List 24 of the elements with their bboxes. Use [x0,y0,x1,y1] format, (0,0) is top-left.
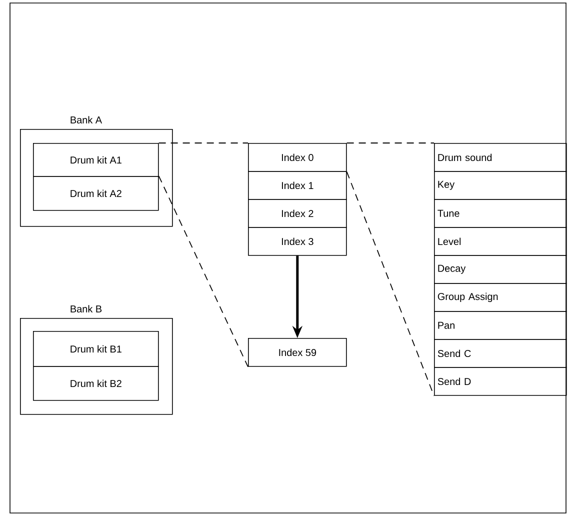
parameter-cell: Pan [434,311,567,340]
kit-cell: Drum kit B2 [33,366,159,401]
parameter-cell: Send C [434,339,567,368]
parameter-cell: Key [434,171,567,200]
parameter-cell: Level [434,227,567,256]
node-label: Bank B [70,305,102,312]
index-cell: Index 3 [248,227,347,256]
parameter-cell: Drum sound [434,143,567,172]
expansion-line [158,176,248,368]
index-cell: Index 1 [248,171,347,200]
index-cell: Index 0 [248,143,347,172]
node-label: Bank A [70,116,102,124]
parameter-cell: Group Assign [434,283,567,312]
index-cell: Index 2 [248,199,347,228]
parameter-cell: Decay [434,255,567,284]
kit-cell: Drum kit A2 [33,176,159,211]
index-cell: Index 59 [248,338,347,367]
expansion-line [346,171,434,396]
kit-cell: Drum kit A1 [33,143,159,177]
kit-cell: Drum kit B1 [33,331,159,367]
expansion-line [158,142,248,144]
expansion-line [346,142,434,144]
parameter-cell: Tune [434,199,567,228]
parameter-cell: Send D [434,367,567,396]
